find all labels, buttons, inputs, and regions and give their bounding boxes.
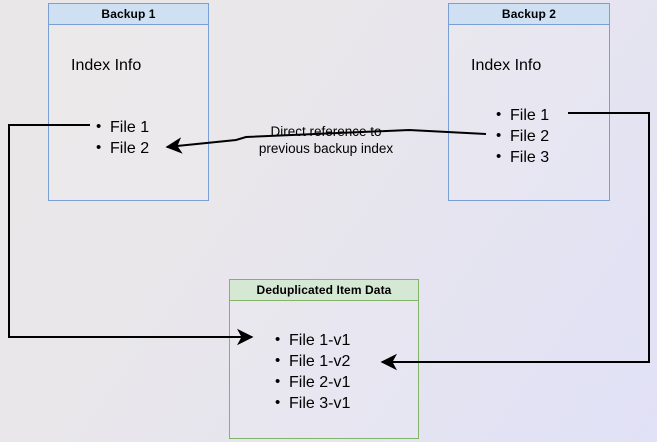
list-item: File 1-v2 <box>275 350 350 372</box>
caption-line-2: previous backup index <box>258 141 394 156</box>
list-item: File 1 <box>96 116 149 138</box>
list-item: File 3-v1 <box>275 392 350 414</box>
backup-2-body: Index Info File 1 File 2 File 3 <box>448 25 610 201</box>
backup-2-title: Backup 2 <box>448 3 610 25</box>
backup-2-file-list: File 1 File 2 File 3 <box>496 104 549 168</box>
list-item: File 3 <box>496 146 549 168</box>
caption-line-1: Direct reference to <box>270 124 382 139</box>
backup-1-box[interactable]: Backup 1 Index Info File 1 File 2 <box>48 3 209 201</box>
deduplicated-item-data-box[interactable]: Deduplicated Item Data File 1-v1 File 1-… <box>229 279 419 439</box>
backup-1-index-info-label: Index Info <box>71 57 142 74</box>
direct-reference-caption: Direct reference to previous backup inde… <box>250 123 402 157</box>
deduplicated-item-data-title: Deduplicated Item Data <box>229 279 419 301</box>
backup-1-file-list: File 1 File 2 <box>96 116 149 159</box>
list-item: File 2 <box>496 125 549 147</box>
backup-2-index-info-label: Index Info <box>471 57 542 74</box>
backup-1-body: Index Info File 1 File 2 <box>48 25 209 201</box>
list-item: File 1-v1 <box>275 329 350 351</box>
list-item: File 2-v1 <box>275 371 350 393</box>
dedup-item-list: File 1-v1 File 1-v2 File 2-v1 File 3-v1 <box>275 329 350 414</box>
list-item: File 1 <box>496 104 549 126</box>
list-item: File 2 <box>96 137 149 159</box>
deduplicated-item-data-body: File 1-v1 File 1-v2 File 2-v1 File 3-v1 <box>229 301 419 439</box>
backup-2-box[interactable]: Backup 2 Index Info File 1 File 2 File 3 <box>448 3 610 201</box>
backup-1-title: Backup 1 <box>48 3 209 25</box>
